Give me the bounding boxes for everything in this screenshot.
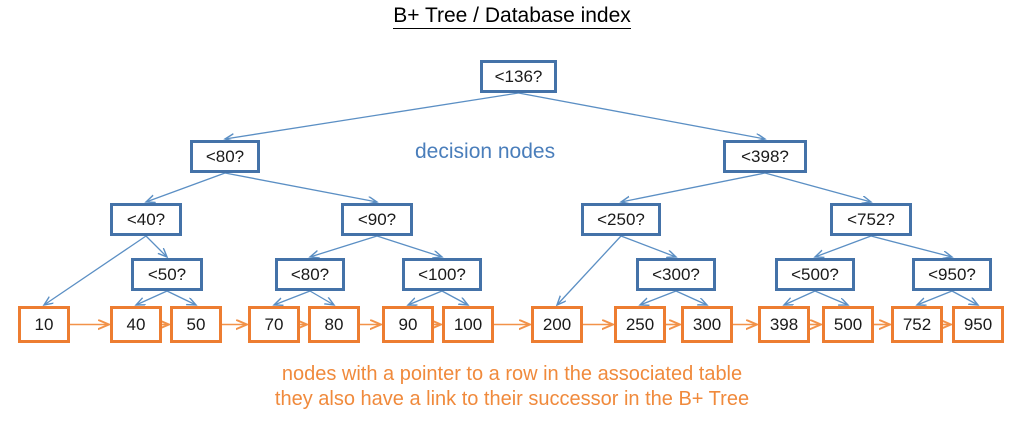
decision-node-label: <950?	[928, 264, 976, 284]
leaf-node-label: 300	[692, 314, 722, 334]
leaf-node-label: 250	[625, 314, 655, 334]
decision-node-n250[interactable]: <250?	[581, 203, 661, 236]
decision-node-label: <398?	[741, 146, 789, 166]
leaf-node-l70[interactable]: 70	[248, 306, 300, 343]
leaf-node-l250[interactable]: 250	[614, 306, 666, 343]
tree-edge-n80b-to-l70	[274, 290, 311, 305]
decision-node-n100[interactable]: <100?	[402, 258, 482, 291]
leaf-node-l50[interactable]: 50	[170, 306, 222, 343]
leaf-node-l398[interactable]: 398	[758, 306, 810, 343]
decision-node-n300[interactable]: <300?	[636, 258, 716, 291]
leaf-node-l300[interactable]: 300	[681, 306, 733, 343]
decision-node-n950[interactable]: <950?	[912, 258, 992, 291]
decision-node-label: <300?	[652, 264, 700, 284]
decision-node-label: <100?	[418, 264, 466, 284]
decision-node-label: <80?	[290, 264, 330, 284]
tree-edge-n80b-to-l80	[309, 290, 334, 305]
leaf-node-label: 50	[186, 314, 206, 334]
tree-edge-n500-to-l398	[784, 290, 816, 305]
leaf-node-label: 100	[453, 314, 483, 334]
leaf-node-label: 500	[833, 314, 863, 334]
decision-node-n40[interactable]: <40?	[110, 203, 182, 236]
decision-node-n398[interactable]: <398?	[723, 140, 807, 173]
tree-edge-n300-to-l250	[640, 290, 677, 305]
tree-edge-n752-to-n950	[870, 235, 952, 257]
decision-node-label: <80?	[205, 146, 245, 166]
decision-node-label: <50?	[147, 264, 187, 284]
tree-edge-n500-to-l500	[814, 290, 848, 305]
decision-node-n500[interactable]: <500?	[775, 258, 855, 291]
leaf-node-l80[interactable]: 80	[308, 306, 360, 343]
leaf-node-l752[interactable]: 752	[891, 306, 943, 343]
leaf-node-label: 10	[34, 314, 54, 334]
decision-node-n80b[interactable]: <80?	[275, 258, 345, 291]
decision-node-label: <500?	[791, 264, 839, 284]
tree-edge-n136-to-n80	[225, 92, 519, 139]
decision-nodes-label: decision nodes	[415, 140, 556, 163]
leaf-node-l950[interactable]: 950	[952, 306, 1004, 343]
tree-edge-n50-to-l40	[136, 290, 168, 305]
tree-edge-n80-to-n40	[146, 172, 226, 202]
decision-node-label: <250?	[597, 209, 645, 229]
decision-node-n136[interactable]: <136?	[480, 60, 557, 93]
decision-node-label: <90?	[357, 209, 397, 229]
tree-edge-n250-to-n300	[620, 235, 676, 257]
leaf-node-l500[interactable]: 500	[822, 306, 874, 343]
tree-edge-n300-to-l300	[675, 290, 707, 305]
leaf-node-label: 70	[264, 314, 284, 334]
tree-edge-n90-to-n100	[376, 235, 442, 257]
leaf-node-l90[interactable]: 90	[382, 306, 434, 343]
decision-node-n752[interactable]: <752?	[830, 203, 912, 236]
leaf-node-label: 950	[963, 314, 993, 334]
leaf-node-l10[interactable]: 10	[18, 306, 70, 343]
tree-edge-n50-to-l50	[166, 290, 196, 305]
tree-edge-n752-to-n500	[815, 235, 872, 257]
leaf-node-label: 90	[398, 314, 418, 334]
tree-edge-n100-to-l100	[441, 290, 468, 305]
tree-edge-n398-to-n752	[764, 172, 871, 202]
tree-edge-n398-to-n250	[621, 172, 766, 202]
decision-node-n50[interactable]: <50?	[131, 258, 203, 291]
tree-edge-n950-to-l752	[917, 290, 953, 305]
tree-edge-n80-to-n90	[224, 172, 377, 202]
tree-edge-n90-to-n80b	[310, 235, 378, 257]
tree-edge-n136-to-n398	[518, 92, 766, 139]
page-title-text: B+ Tree / Database index	[393, 4, 631, 29]
leaf-node-label: 398	[769, 314, 799, 334]
leaf-node-label: 200	[542, 314, 572, 334]
decision-node-label: <752?	[847, 209, 895, 229]
leaf-caption-line-1: nodes with a pointer to a row in the ass…	[281, 363, 743, 385]
decision-node-label: <136?	[494, 66, 543, 86]
tree-edge-n100-to-l90	[408, 290, 443, 305]
leaf-node-l100[interactable]: 100	[442, 306, 494, 343]
decision-node-n80[interactable]: <80?	[190, 140, 260, 173]
decision-node-label: <40?	[126, 209, 166, 229]
leaf-node-label: 80	[324, 314, 344, 334]
leaf-caption-line-2: they also have a link to their successor…	[274, 388, 750, 410]
decision-node-n90[interactable]: <90?	[341, 203, 413, 236]
page-title: B+ Tree / Database index	[0, 4, 1024, 29]
tree-edge-n950-to-l950	[951, 290, 978, 305]
tree-edge-n40-to-n50	[145, 235, 167, 257]
leaf-node-label: 752	[902, 314, 932, 334]
leaf-node-l40[interactable]: 40	[110, 306, 162, 343]
tree-edge-n250-to-l200	[557, 235, 622, 305]
leaf-node-label: 40	[126, 314, 146, 334]
leaf-node-l200[interactable]: 200	[531, 306, 583, 343]
